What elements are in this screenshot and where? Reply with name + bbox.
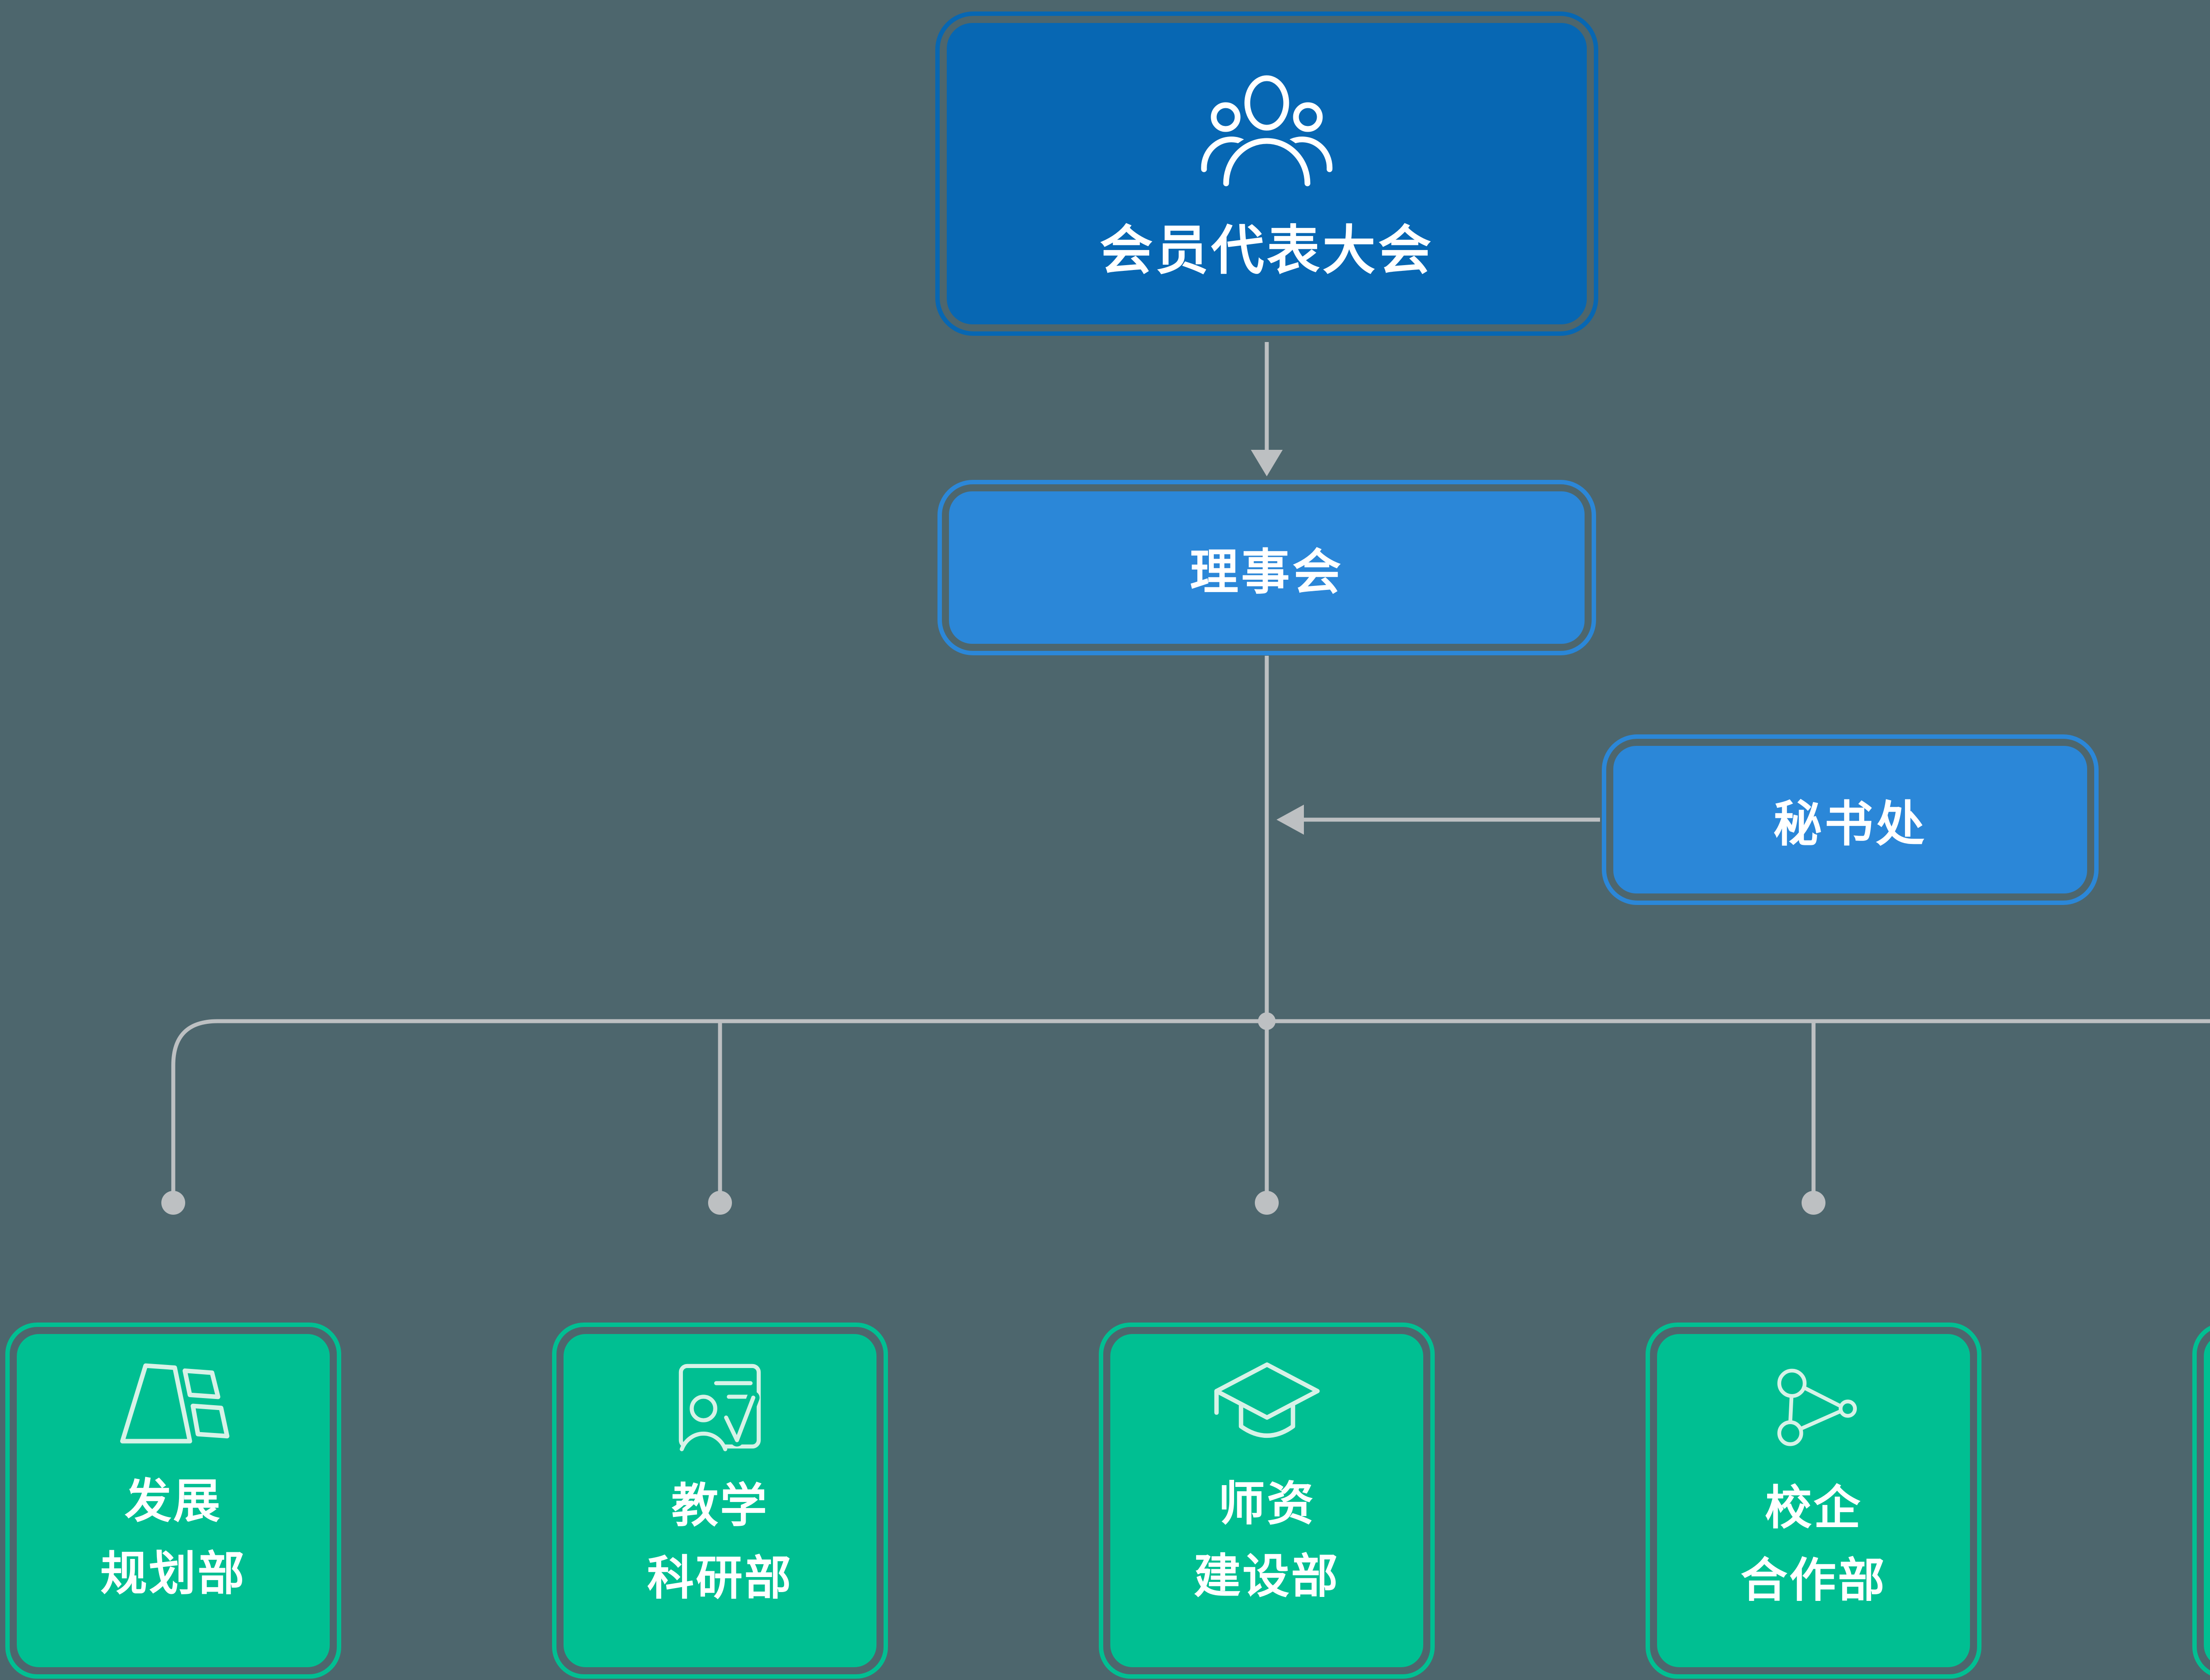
blocks-icon	[120, 1363, 229, 1444]
terminal-dot-4	[1802, 1191, 1825, 1215]
arrowhead-left-icon	[1276, 805, 1304, 835]
node-label: 秘书处	[1773, 797, 1927, 851]
graduation-cap-icon	[1214, 1362, 1320, 1438]
node-dept-teaching-research: 教学 科研部	[552, 1323, 888, 1679]
junction-dot	[1258, 1012, 1276, 1030]
dept-label: 师资 建设部	[1194, 1478, 1340, 1603]
node-member-assembly: 会员代表大会	[935, 11, 1598, 336]
dept-label: 教学 科研部	[647, 1480, 793, 1604]
node-secretariat: 秘书处	[1602, 734, 2099, 905]
node-label: 会员代表大会	[1100, 221, 1434, 280]
node-dept-development-planning: 发展 规划部	[5, 1323, 341, 1679]
node-dept-publicity-communication: 宣传 通讯部	[2192, 1323, 2210, 1679]
node-dept-school-enterprise: 校企 合作部	[1646, 1323, 1981, 1679]
terminal-dot-2	[708, 1191, 732, 1215]
people-group-icon	[1201, 72, 1333, 191]
arrowhead-down-icon	[1251, 450, 1283, 476]
terminal-dot-3	[1255, 1191, 1279, 1215]
dept-label: 发展 规划部	[100, 1475, 246, 1600]
terminal-dot-1	[161, 1191, 185, 1215]
node-label: 理事会	[1190, 545, 1344, 600]
distribution-rail	[171, 1019, 2210, 1203]
node-dept-faculty-building: 师资 建设部	[1099, 1323, 1435, 1679]
dept-label: 校企 合作部	[1741, 1482, 1886, 1607]
teaching-board-icon	[678, 1364, 761, 1452]
node-council: 理事会	[937, 480, 1596, 655]
share-network-icon	[1777, 1368, 1857, 1446]
